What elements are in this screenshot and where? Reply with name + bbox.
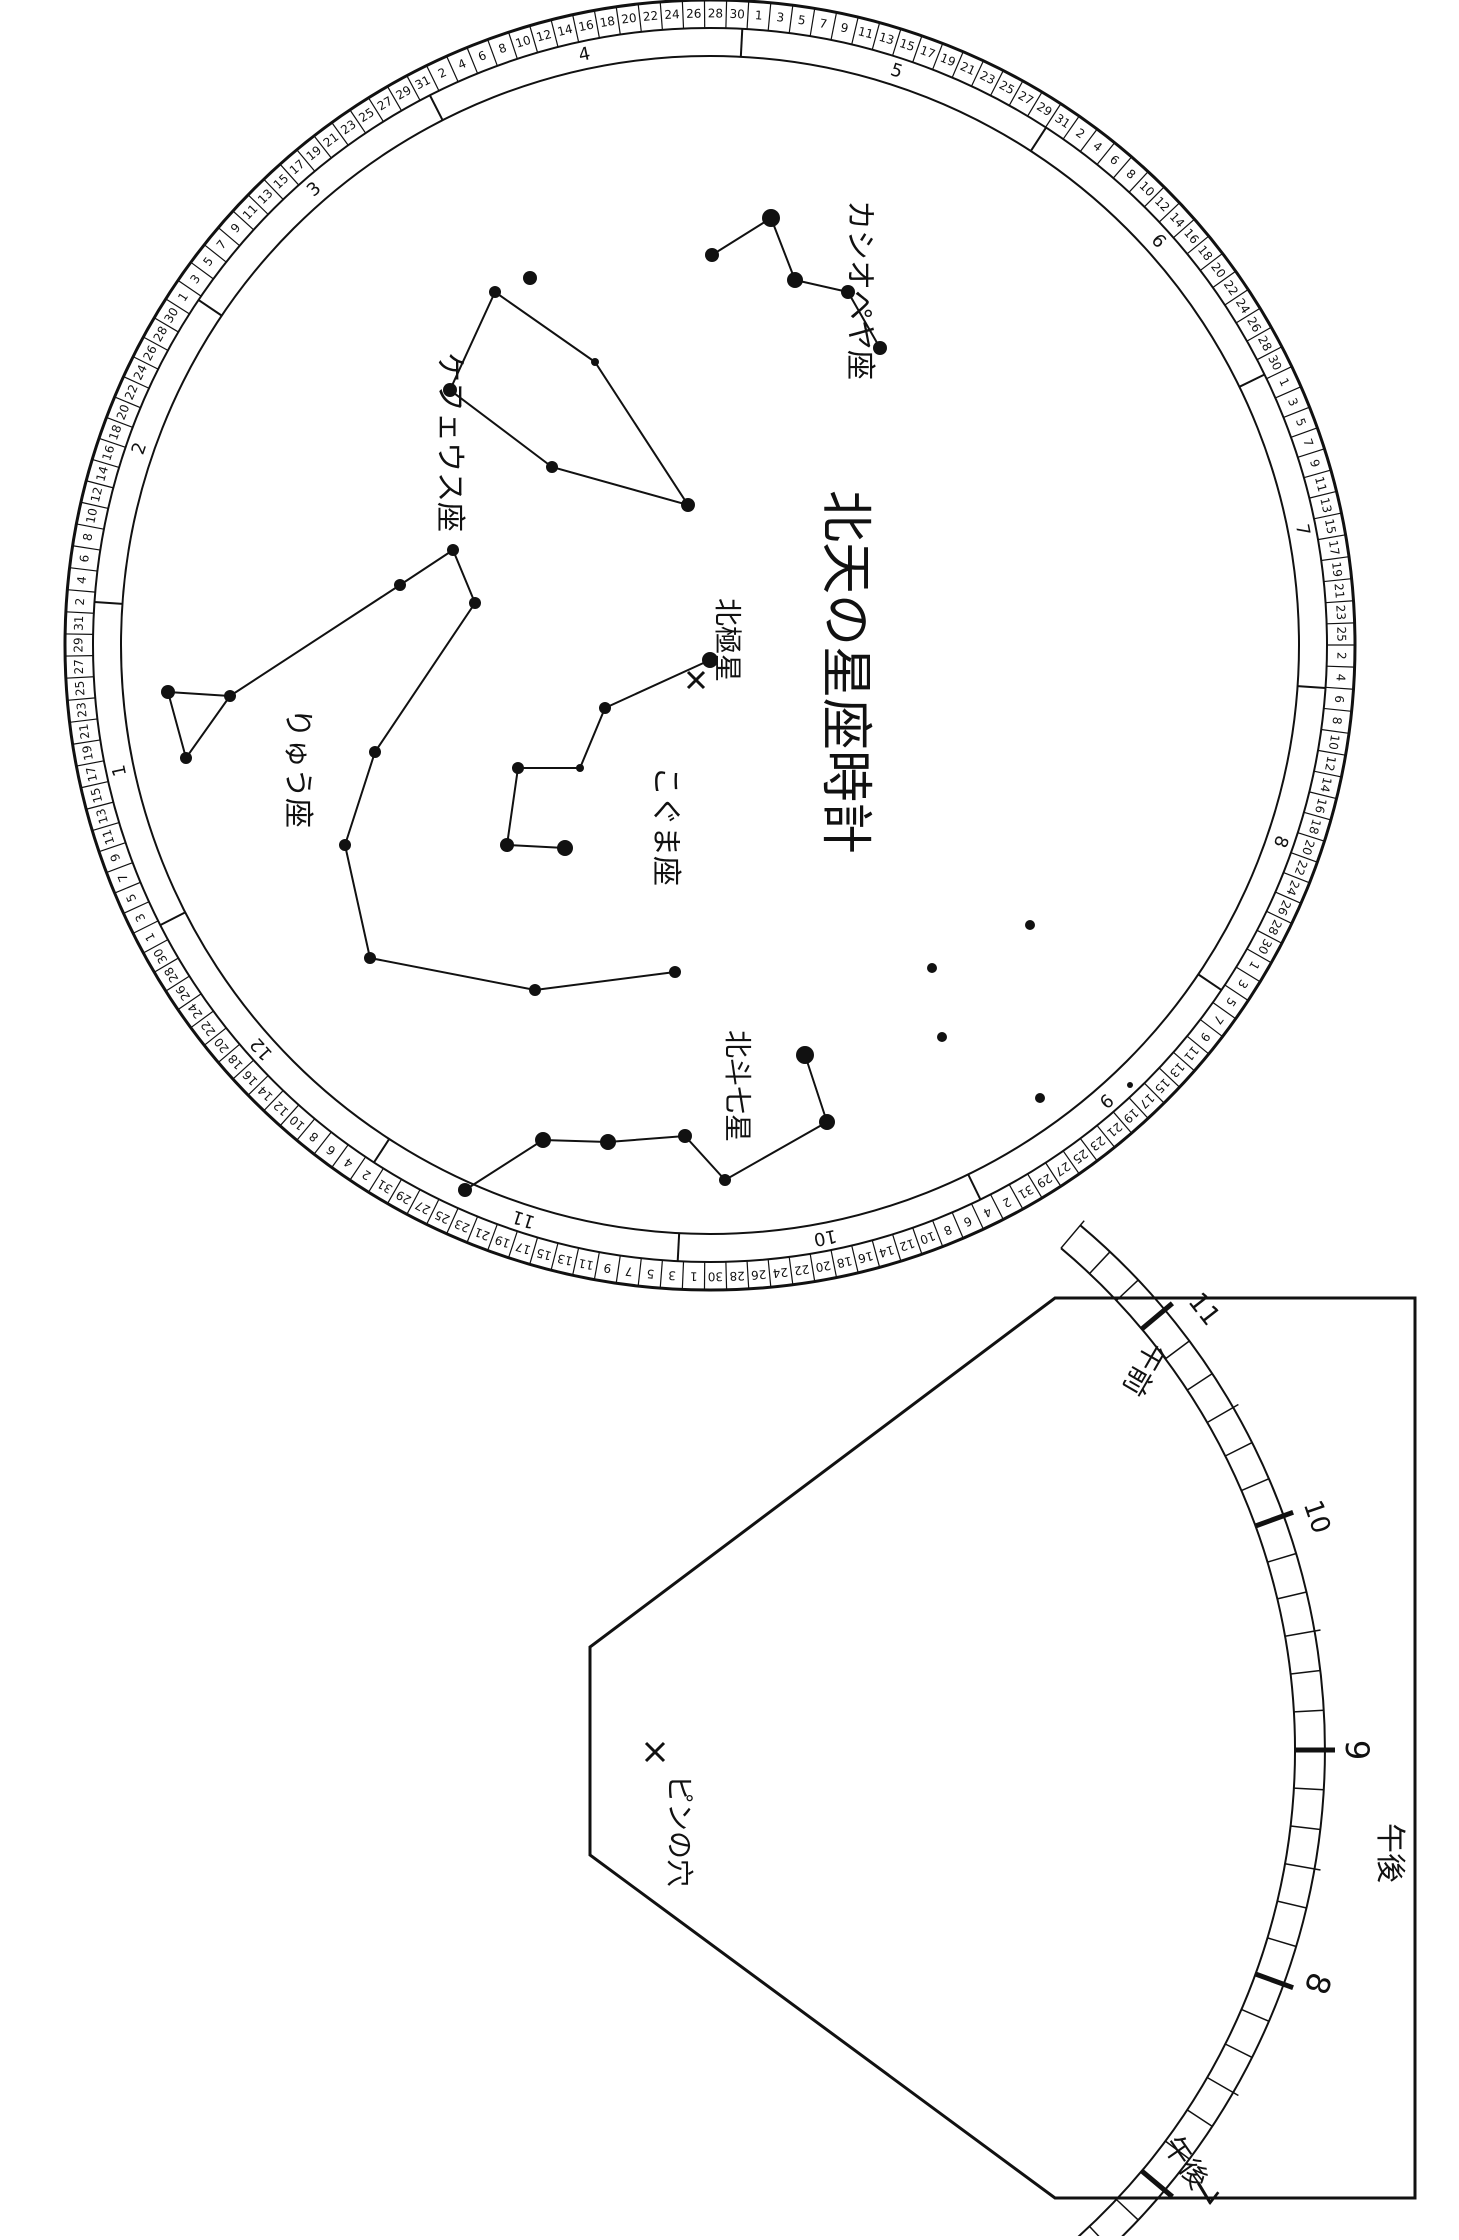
day-cell-number: 25 — [1334, 626, 1348, 642]
day-cell-number: 31 — [72, 615, 87, 631]
hour-9-label: 9 — [1338, 1740, 1376, 1760]
star — [787, 272, 803, 288]
star — [819, 1114, 835, 1130]
star — [447, 544, 459, 556]
day-cell-number: 6 — [1332, 695, 1347, 704]
day-cell-number: 23 — [74, 702, 89, 719]
day-cell-number: 10 — [1326, 734, 1342, 751]
day-cell-number: 2 — [73, 597, 87, 606]
star — [719, 1174, 731, 1186]
star — [796, 1046, 814, 1064]
star — [669, 966, 681, 978]
day-cell-number: 16 — [577, 17, 595, 34]
hour-minor-tick — [1090, 2226, 1111, 2236]
day-cell-number: 15 — [1322, 518, 1339, 536]
star — [1127, 1082, 1133, 1088]
day-cell-number: 21 — [76, 723, 92, 740]
star — [705, 248, 719, 262]
day-cell-divider — [726, 0, 727, 28]
time-overlay: ピンの穴 午後 午後 午前 7 8 9 10 11 — [590, 1221, 1415, 2236]
day-cell-number: 27 — [72, 659, 87, 675]
pin-hole-label: ピンの穴 — [663, 1775, 696, 1887]
day-cell-number: 23 — [1333, 604, 1348, 620]
day-cell-number: 20 — [814, 1258, 832, 1275]
day-cell-number: 19 — [80, 744, 96, 761]
star — [161, 685, 175, 699]
day-cell-number: 1 — [754, 8, 763, 23]
polaris-label: 北極星 — [711, 598, 744, 682]
cassiopeia-label: カシオペヤ座 — [842, 200, 877, 380]
day-cell-number: 1 — [690, 1269, 698, 1283]
day-cell-number: 21 — [1332, 583, 1347, 599]
star-disk: 2468101214161820222426283013579111315171… — [65, 0, 1355, 1290]
day-cell-number: 20 — [620, 11, 637, 27]
day-cell-number: 26 — [751, 1267, 767, 1282]
star — [469, 597, 481, 609]
star — [576, 764, 584, 772]
star — [369, 746, 381, 758]
day-cell-number: 3 — [776, 10, 785, 25]
star — [489, 286, 501, 298]
star — [1035, 1093, 1045, 1103]
day-cell-number: 4 — [1334, 673, 1348, 681]
star — [1025, 920, 1035, 930]
star — [339, 839, 351, 851]
star — [546, 461, 558, 473]
day-cell-number: 30 — [708, 1269, 723, 1283]
day-cell-number: 19 — [1329, 561, 1345, 578]
draco-label: りゅう座 — [280, 708, 315, 828]
day-cell-number: 11 — [577, 1256, 595, 1273]
star — [681, 498, 695, 512]
day-cell-number: 3 — [668, 1268, 676, 1282]
day-cell-number: 4 — [74, 576, 89, 585]
star — [535, 1132, 551, 1148]
star — [224, 690, 236, 702]
star — [458, 1183, 472, 1197]
star — [512, 762, 524, 774]
star — [529, 984, 541, 996]
pm-side-label: 午後 — [1372, 1823, 1407, 1883]
day-cell-number: 26 — [686, 7, 702, 21]
disk-title: 北天の星座時計 — [815, 490, 875, 854]
star — [762, 209, 780, 227]
day-cell-number: 22 — [642, 9, 659, 24]
hour-minor-tick — [1061, 1221, 1084, 1249]
day-cell-number: 18 — [599, 14, 616, 30]
star — [523, 271, 537, 285]
day-cell-number: 28 — [708, 6, 723, 20]
day-cell-number: 17 — [1326, 539, 1342, 556]
day-cell-number: 2 — [1334, 652, 1348, 660]
day-cell-divider — [726, 1262, 727, 1290]
day-cell-number: 24 — [772, 1265, 789, 1281]
day-cell-number: 12 — [1322, 755, 1339, 773]
star — [591, 358, 599, 366]
hour-minor-tick — [1090, 1252, 1111, 1274]
star — [600, 1134, 616, 1150]
day-cell-number: 28 — [729, 1269, 745, 1284]
big-dipper-label: 北斗七星 — [721, 1030, 754, 1142]
day-cell-number: 30 — [729, 7, 745, 22]
hour-minor-tick — [1116, 2200, 1138, 2221]
day-cell-number: 5 — [646, 1266, 655, 1281]
ursa-minor-label: こぐま座 — [648, 766, 683, 886]
day-cell-number: 22 — [793, 1262, 810, 1278]
overlay-outline — [590, 1298, 1415, 2198]
star — [557, 840, 573, 856]
star — [937, 1032, 947, 1042]
month-number: 10 — [812, 1225, 838, 1250]
star — [599, 702, 611, 714]
star — [394, 579, 406, 591]
star — [927, 963, 937, 973]
cepheus-label: ケフェウス座 — [432, 352, 467, 532]
star — [364, 952, 376, 964]
day-cell-number: 25 — [72, 680, 87, 696]
day-cell-number: 24 — [664, 7, 680, 22]
star — [678, 1129, 692, 1143]
star — [500, 838, 514, 852]
day-cell-number: 29 — [72, 637, 86, 652]
star — [180, 752, 192, 764]
